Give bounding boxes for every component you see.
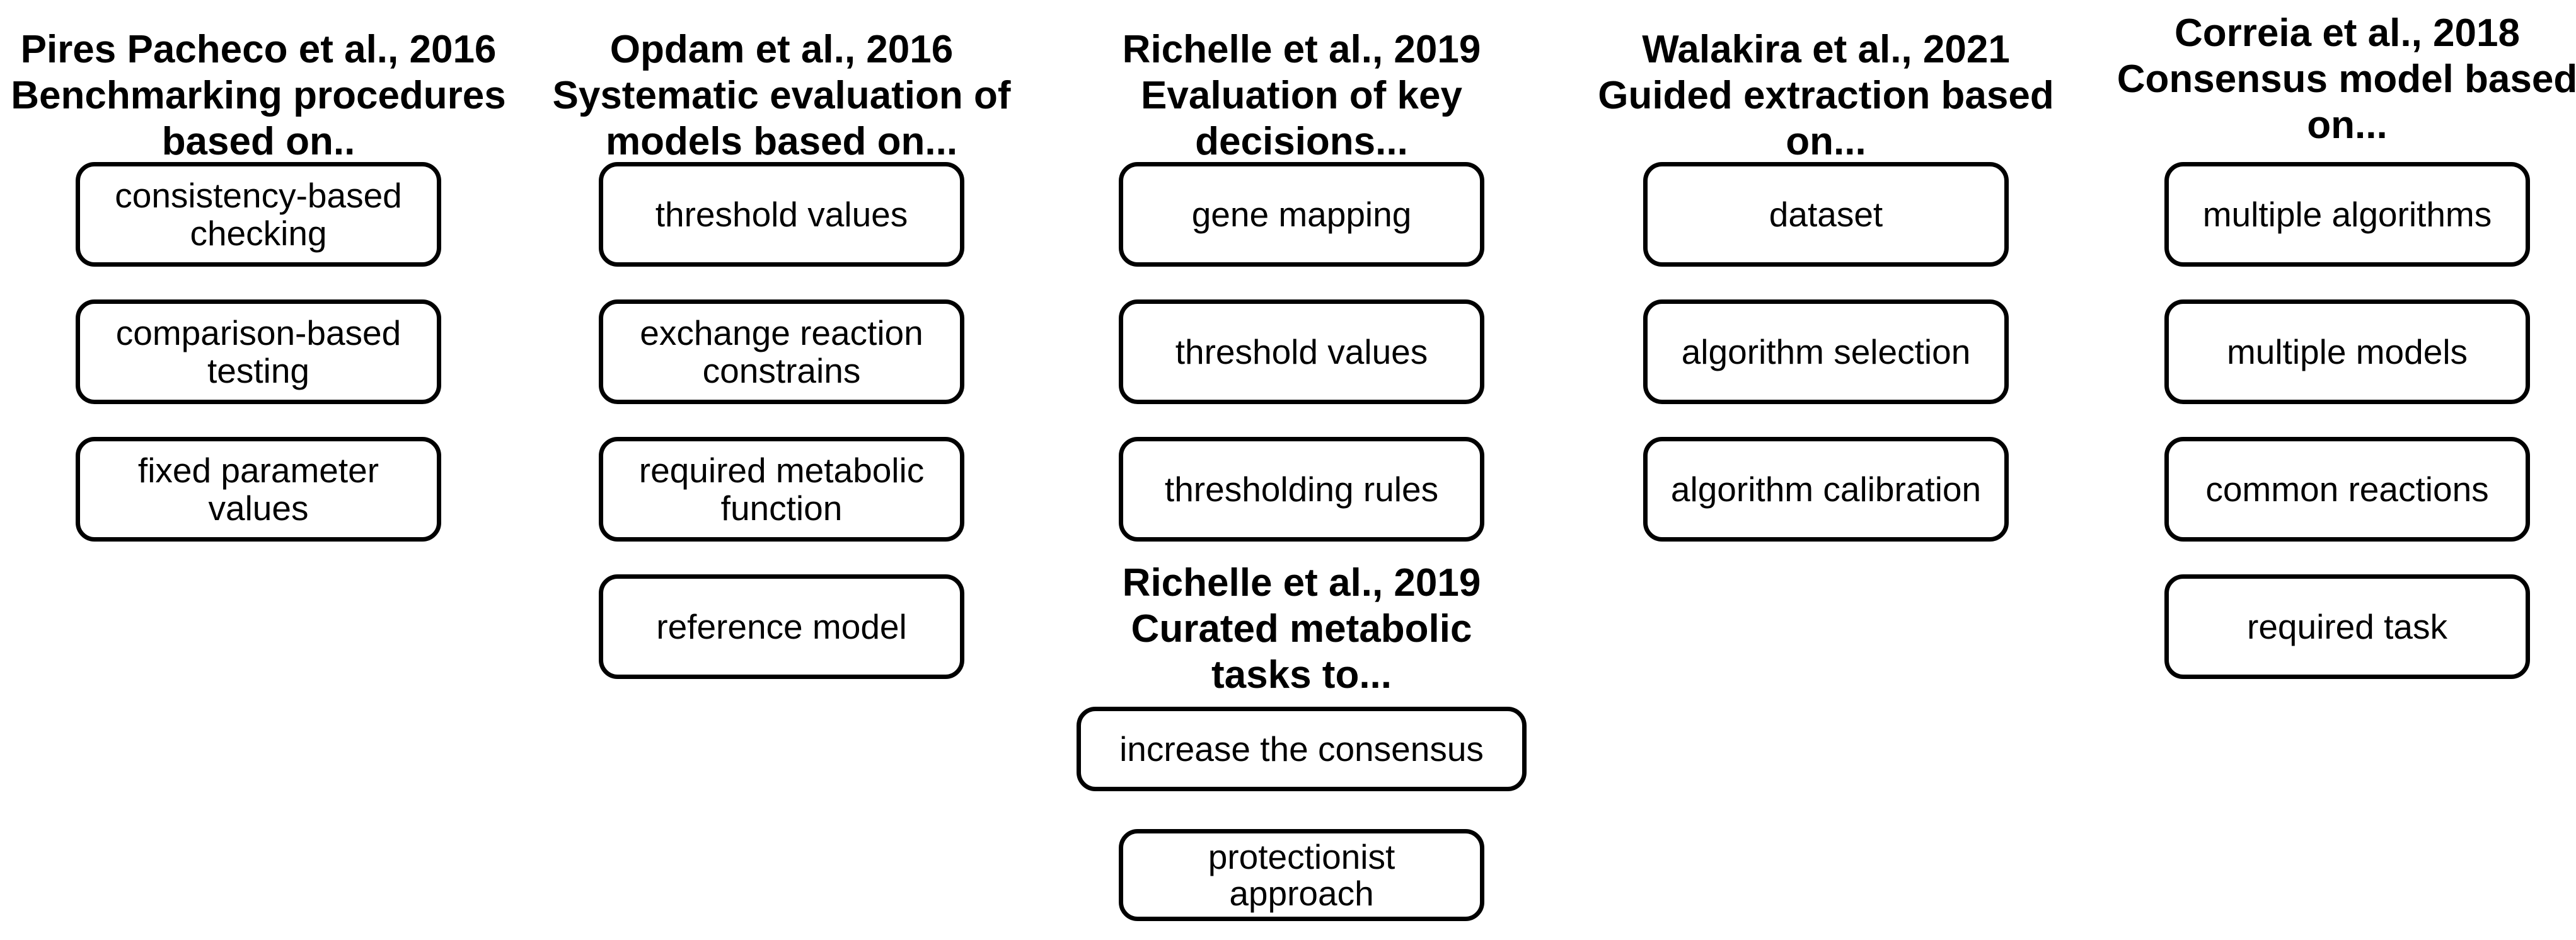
column-header-opdam: Opdam et al., 2016 Systematic evaluation… [552,28,1011,163]
box-stack: threshold values exchange reaction const… [523,162,1040,679]
column-pires-pacheco-2016: Pires Pacheco et al., 2016 Benchmarking … [0,0,517,940]
box-multiple-algorithms: multiple algorithms [2164,162,2530,267]
box-stack: gene mapping threshold values thresholdi… [1043,162,1560,542]
column-header-richelle-curated-tasks: Richelle et al., 2019 Curated metabolic … [1122,561,1481,697]
box-fixed-parameter-values: fixed parameter values [76,437,441,542]
box-gene-mapping: gene mapping [1119,162,1484,267]
box-common-reactions: common reactions [2164,437,2530,542]
column-opdam-2016: Opdam et al., 2016 Systematic evaluation… [523,0,1040,940]
box-threshold-values: threshold values [1119,299,1484,404]
box-dataset: dataset [1643,162,2009,267]
box-stack: multiple algorithms multiple models comm… [2089,162,2576,679]
column-header-correia: Correia et al., 2018 Consensus model bas… [2117,11,2576,147]
box-required-metabolic-function: required metabolic function [599,437,964,542]
box-comparison-based-testing: comparison-based testing [76,299,441,404]
column-richelle-2019: Richelle et al., 2019 Evaluation of key … [1043,0,1560,940]
column-header-pires-pacheco: Pires Pacheco et al., 2016 Benchmarking … [11,28,506,163]
box-protectionist-approach: protectionist approach [1119,829,1484,921]
column-header-richelle-evaluation: Richelle et al., 2019 Evaluation of key … [1122,28,1481,163]
box-algorithm-selection: algorithm selection [1643,299,2009,404]
box-thresholding-rules: thresholding rules [1119,437,1484,542]
box-increase-the-consensus: increase the consensus [1077,707,1527,791]
box-stack: increase the consensus protectionist app… [1043,707,1560,921]
box-stack: consistency-based checking comparison-ba… [0,162,517,542]
box-consistency-based-checking: consistency-based checking [76,162,441,267]
box-stack: dataset algorithm selection algorithm ca… [1568,162,2084,542]
column-header-walakira: Walakira et al., 2021 Guided extraction … [1598,28,2054,163]
box-multiple-models: multiple models [2164,299,2530,404]
box-threshold-values: threshold values [599,162,964,267]
box-reference-model: reference model [599,574,964,679]
box-exchange-reaction-constrains: exchange reaction constrains [599,299,964,404]
box-required-task: required task [2164,574,2530,679]
box-algorithm-calibration: algorithm calibration [1643,437,2009,542]
column-correia-2018: Correia et al., 2018 Consensus model bas… [2089,0,2576,940]
column-walakira-2021: Walakira et al., 2021 Guided extraction … [1568,0,2084,940]
